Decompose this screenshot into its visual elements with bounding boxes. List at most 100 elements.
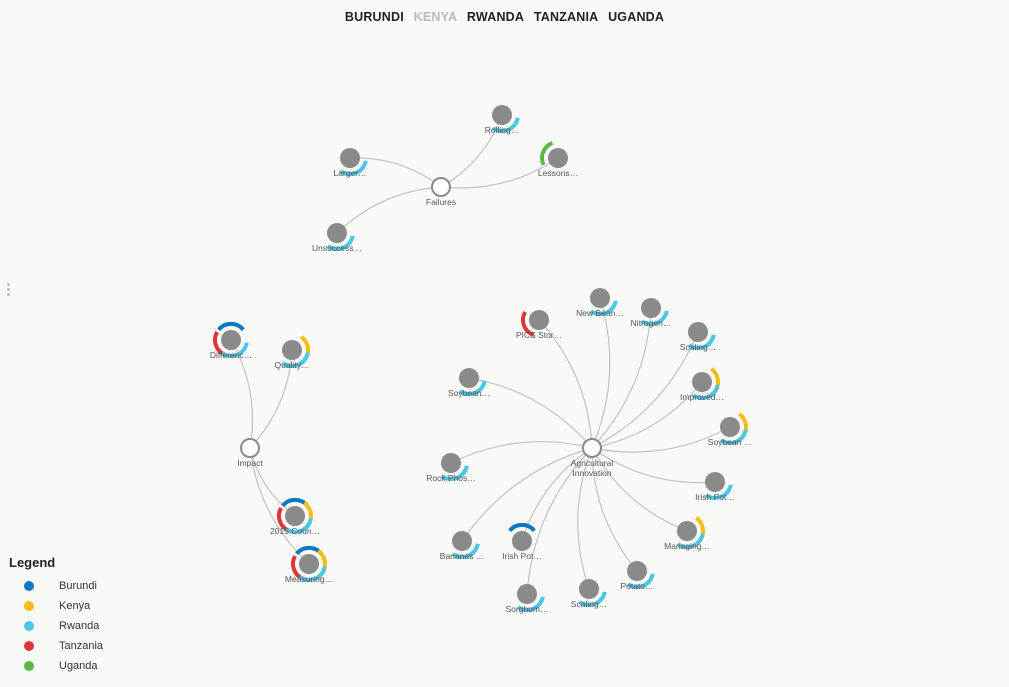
node-quality[interactable]: Quality… xyxy=(275,335,311,370)
node-scaling1[interactable]: Scaling… xyxy=(680,322,716,352)
node-circle[interactable] xyxy=(627,561,647,581)
node-label: Irish Pot… xyxy=(695,492,735,502)
panel-resize-handle[interactable] xyxy=(7,283,11,297)
node-rolling[interactable]: Rolling… xyxy=(485,105,520,135)
node-circle[interactable] xyxy=(688,322,708,342)
legend-label: Burundi xyxy=(59,580,97,592)
node-circle[interactable] xyxy=(677,521,697,541)
node-potato[interactable]: Potato… xyxy=(620,561,655,591)
country-arc-rwanda xyxy=(719,429,748,446)
node-circle[interactable] xyxy=(285,506,305,526)
node-difference[interactable]: Differenc… xyxy=(210,322,252,360)
legend-swatch-burundi xyxy=(24,581,34,591)
node-bananas[interactable]: Bananas … xyxy=(440,531,484,561)
node-circle[interactable] xyxy=(529,310,549,330)
country-arc-tanzania xyxy=(521,311,535,337)
node-label: New Bean… xyxy=(576,308,624,318)
node-circle[interactable] xyxy=(452,531,472,551)
node-count2015[interactable]: 2015 Coun… xyxy=(270,498,320,536)
country-tab-uganda[interactable]: UGANDA xyxy=(608,10,665,24)
legend-label: Kenya xyxy=(59,600,91,612)
legend-swatch-tanzania xyxy=(24,641,34,651)
hub-circle[interactable] xyxy=(582,438,602,458)
graph-edge xyxy=(591,447,638,572)
node-circle[interactable] xyxy=(282,340,302,360)
node-circle[interactable] xyxy=(512,531,532,551)
country-filter-nav: BURUNDI KENYA RWANDA TANZANIA UGANDA xyxy=(0,10,1009,24)
node-circle[interactable] xyxy=(459,368,479,388)
graph-nodes: Rolling… Larger… Lessons… Unsuccess… Differe… xyxy=(210,105,752,614)
hub-label: Failures xyxy=(426,197,456,207)
node-unsuccess[interactable]: Unsuccess… xyxy=(312,223,362,253)
country-tab-kenya[interactable]: KENYA xyxy=(413,10,458,24)
node-nitrogen[interactable]: Nitrogen… xyxy=(631,298,672,328)
country-tab-tanzania[interactable]: TANZANIA xyxy=(533,10,599,24)
graph-edge xyxy=(461,447,593,542)
country-arc-rwanda xyxy=(326,235,355,252)
node-label: Soybean… xyxy=(448,388,490,398)
node-circle[interactable] xyxy=(221,330,241,350)
node-circle[interactable] xyxy=(299,554,319,574)
node-circle[interactable] xyxy=(692,372,712,392)
graph-edge xyxy=(591,297,611,449)
node-circle[interactable] xyxy=(492,105,512,125)
node-soybean1[interactable]: Soybean… xyxy=(448,368,490,398)
node-label: Potato… xyxy=(620,581,653,591)
node-lessons[interactable]: Lessons… xyxy=(538,141,578,178)
legend-swatch-kenya xyxy=(24,601,34,611)
country-arc-rwanda xyxy=(339,160,368,177)
node-irishpot1[interactable]: Irish Pot… xyxy=(695,472,735,502)
node-rockphos[interactable]: Rock Phos… xyxy=(426,453,476,483)
legend: Legend Burundi Kenya Rwanda Tanzania Uga… xyxy=(9,555,103,676)
node-circle[interactable] xyxy=(327,223,347,243)
node-managing[interactable]: Managing… xyxy=(664,516,710,551)
node-label: Larger… xyxy=(333,168,366,178)
node-newbean[interactable]: New Bean… xyxy=(576,288,624,318)
node-label: Irish Pot… xyxy=(502,551,542,561)
graph-edge xyxy=(577,447,593,590)
country-arc-rwanda xyxy=(589,300,618,317)
legend-swatch-uganda xyxy=(24,661,34,671)
node-circle[interactable] xyxy=(340,148,360,168)
node-measuring[interactable]: Measuring… xyxy=(285,546,333,584)
node-pics[interactable]: PICS Stor… xyxy=(516,310,562,340)
node-label: Soybean … xyxy=(708,437,752,447)
node-label: Rock Phos… xyxy=(426,473,476,483)
graph-edge xyxy=(591,307,652,449)
country-arc-uganda xyxy=(540,141,554,166)
country-tab-rwanda[interactable]: RWANDA xyxy=(466,10,525,24)
country-arc-rwanda xyxy=(298,566,327,583)
hub-label: Impact xyxy=(237,458,263,468)
node-circle[interactable] xyxy=(579,579,599,599)
graph-edge xyxy=(440,157,559,189)
hub-impact[interactable]: Impact xyxy=(237,438,263,468)
legend-item-burundi: Burundi xyxy=(9,576,103,596)
node-label: Rolling… xyxy=(485,125,520,135)
node-sorghum[interactable]: Sorghum… xyxy=(506,584,549,614)
country-arc-burundi xyxy=(508,523,536,533)
hub-failures[interactable]: Failures xyxy=(426,177,456,207)
node-circle[interactable] xyxy=(548,148,568,168)
country-arc-rwanda xyxy=(640,310,669,327)
node-circle[interactable] xyxy=(517,584,537,604)
graph-edge xyxy=(591,331,699,449)
hub-circle[interactable] xyxy=(240,438,260,458)
country-arc-rwanda xyxy=(458,380,487,397)
node-improved[interactable]: Improved… xyxy=(680,367,724,402)
country-tab-burundi[interactable]: BURUNDI xyxy=(344,10,404,24)
node-larger[interactable]: Larger… xyxy=(333,148,368,178)
graph-edge xyxy=(521,447,593,542)
node-circle[interactable] xyxy=(590,288,610,308)
node-circle[interactable] xyxy=(441,453,461,473)
node-circle[interactable] xyxy=(705,472,725,492)
hub-circle[interactable] xyxy=(431,177,451,197)
node-irishpot2[interactable]: Irish Pot… xyxy=(502,523,542,561)
country-arc-rwanda xyxy=(491,117,520,134)
country-arc-burundi xyxy=(217,322,245,332)
node-circle[interactable] xyxy=(720,417,740,437)
node-soybean2[interactable]: Soybean … xyxy=(708,412,752,447)
node-circle[interactable] xyxy=(641,298,661,318)
node-scaling2[interactable]: Scaling… xyxy=(571,579,607,609)
